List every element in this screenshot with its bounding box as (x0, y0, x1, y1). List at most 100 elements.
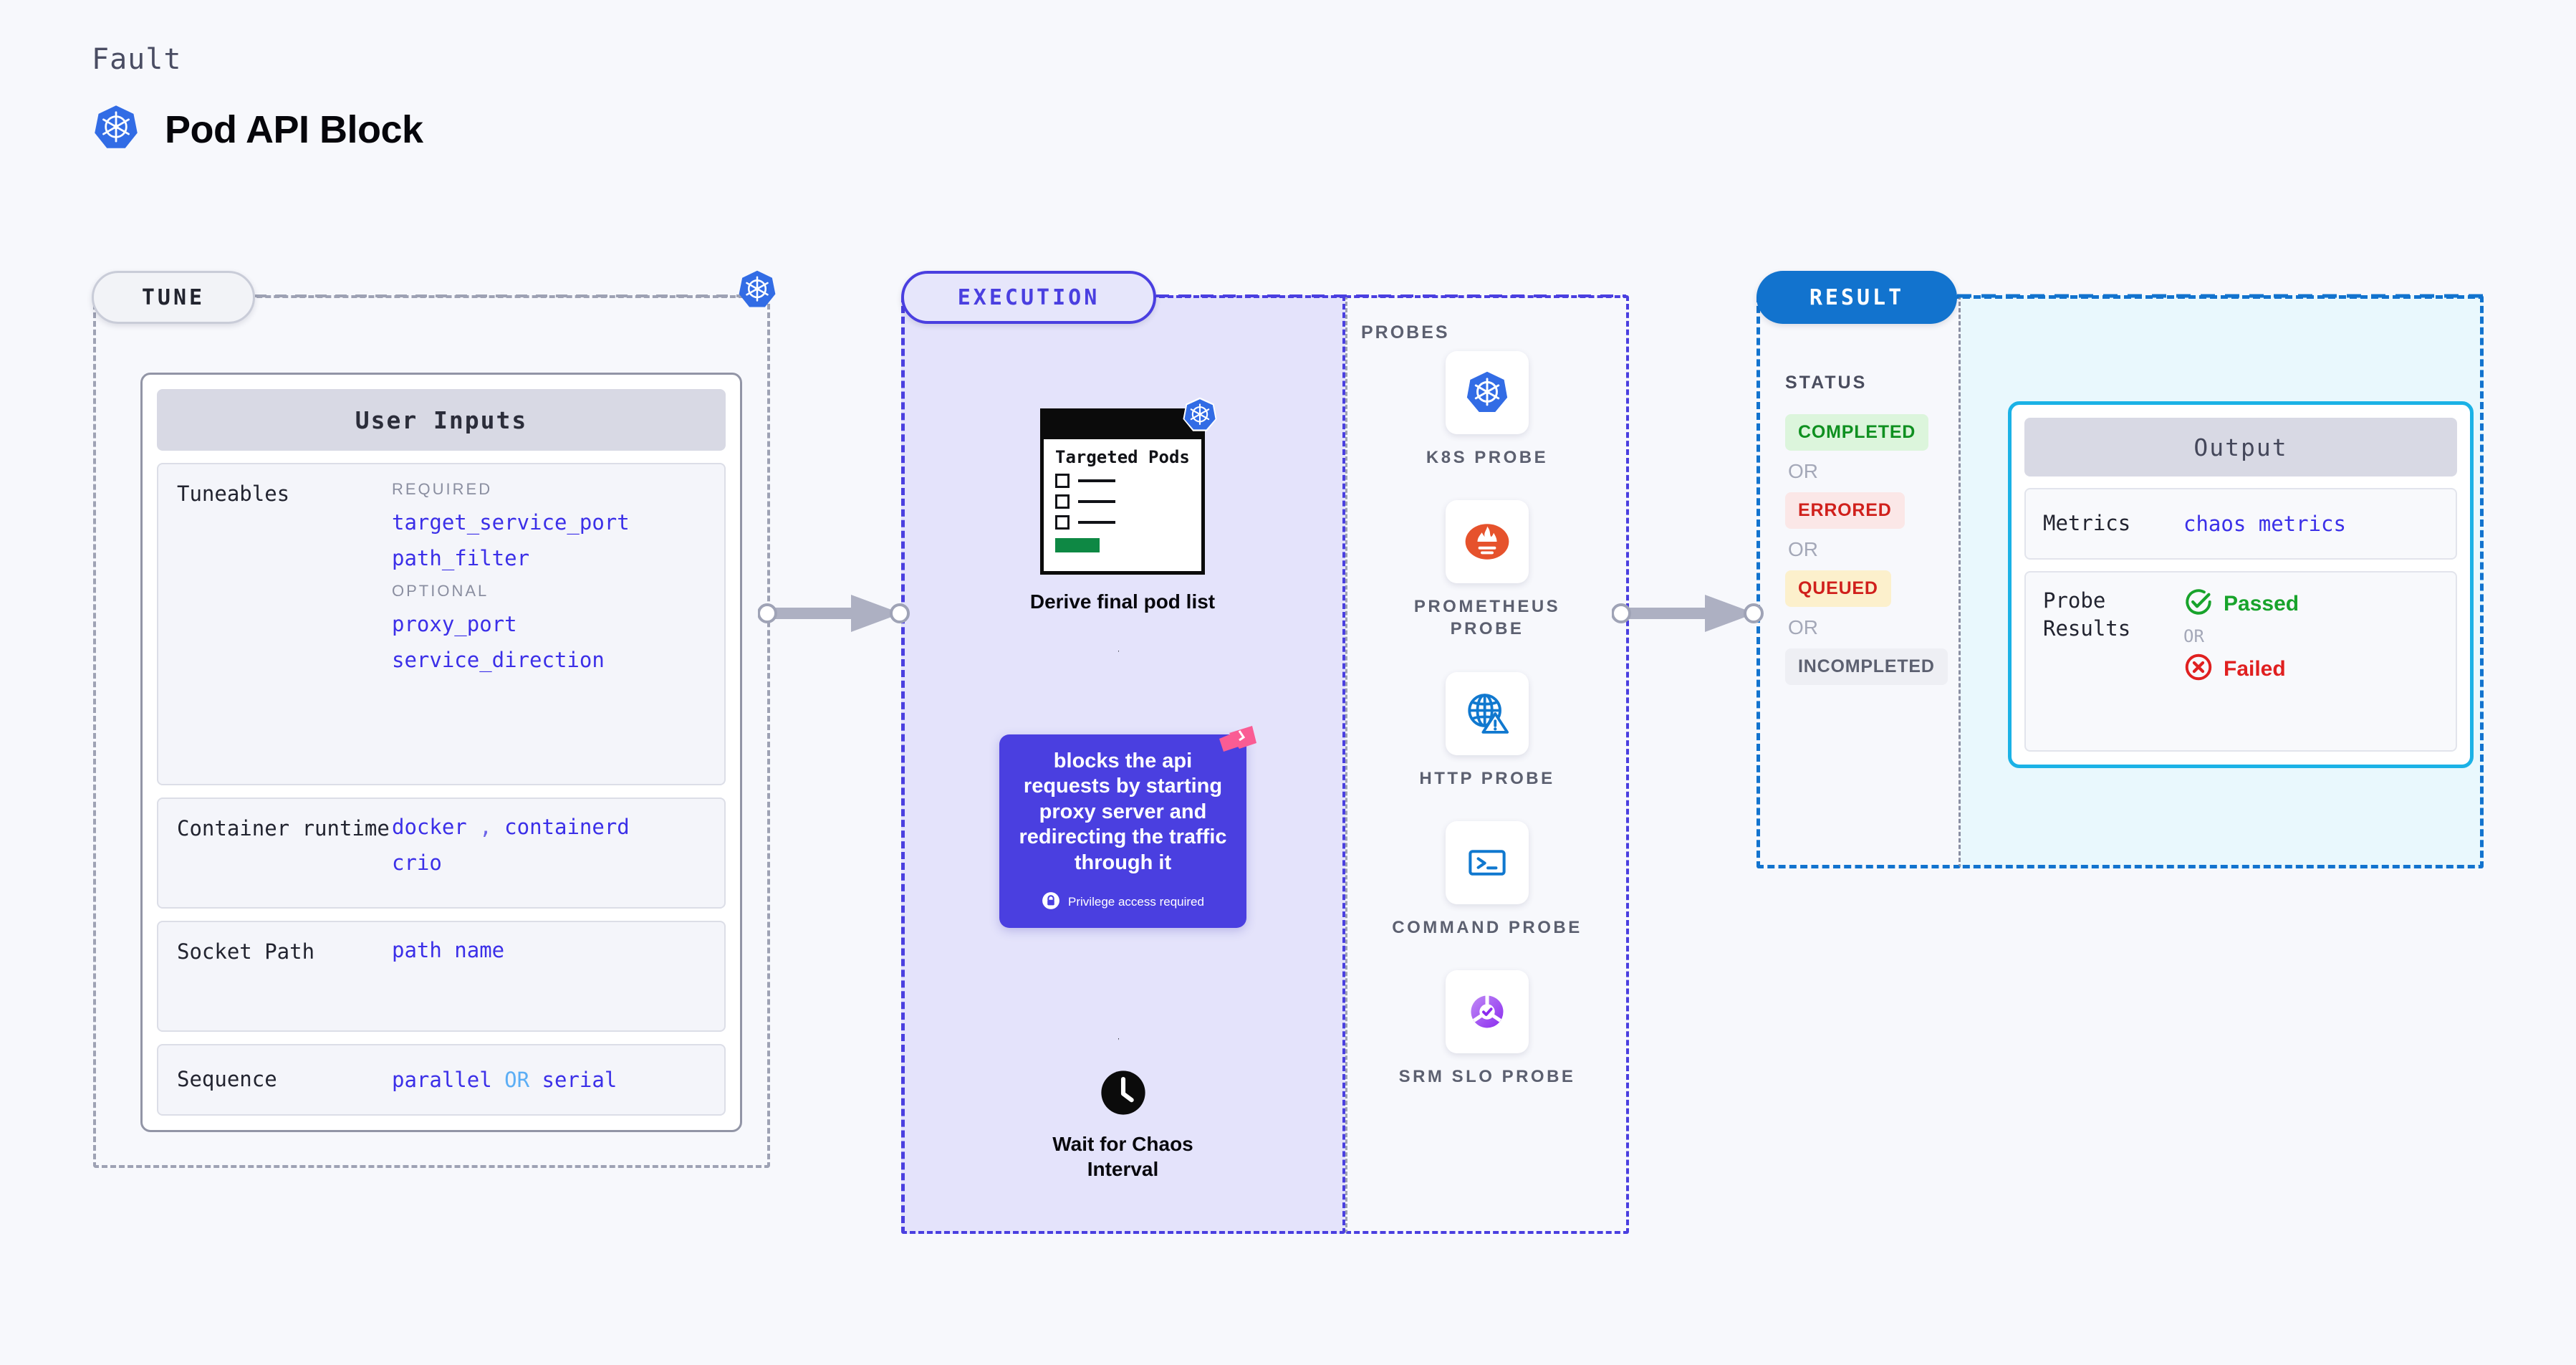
sequence-or-label: OR (504, 1068, 530, 1092)
targeted-pods-card: Targeted Pods (1040, 397, 1217, 575)
line-placeholder (1078, 499, 1115, 503)
runtime-crio[interactable]: crio (392, 851, 442, 875)
runtime-docker[interactable]: docker (392, 815, 467, 839)
probe-label: K8S PROBE (1426, 448, 1549, 467)
pods-node-caption: Derive final pod list (1029, 590, 1216, 613)
kubernetes-icon (1181, 396, 1219, 437)
connector-execution-to-result (1612, 595, 1764, 632)
result-dashed-link (1957, 294, 2484, 298)
output-or-label: OR (2183, 626, 2204, 646)
tuneable-path-filter[interactable]: path_filter (392, 546, 530, 570)
privilege-note: Privilege access required (1042, 891, 1204, 914)
probe-label: SRM SLO PROBE (1398, 1066, 1576, 1086)
status-or-label: OR (1788, 538, 1818, 560)
status-badge-queued: QUEUED (1785, 570, 1891, 607)
probe-result-passed: Passed (2183, 587, 2299, 621)
tune-row-label: Container runtime (177, 816, 390, 840)
probe-label: HTTP PROBE (1419, 768, 1555, 788)
connector-tune-to-execution (758, 595, 910, 632)
privilege-note-text: Privilege access required (1068, 895, 1204, 909)
fault-eyebrow-label: Fault (92, 43, 182, 76)
probe-result-failed: Failed (2183, 652, 2299, 686)
output-row-metrics: Metrics chaos metrics (2024, 488, 2457, 560)
status-list: COMPLETED OR ERRORED OR QUEUED OR INCOMP… (1785, 414, 1948, 685)
action-card-text: blocks the api requests by starting prox… (1019, 749, 1227, 874)
execution-action-card: blocks the api requests by starting prox… (999, 726, 1256, 928)
tune-row-label: Tuneables (177, 482, 290, 506)
tuneable-target-service-port[interactable]: target_service_port (392, 510, 630, 535)
execution-dashed-link (1156, 294, 1626, 297)
probe-item-command[interactable]: COMMAND PROBE (1380, 820, 1595, 939)
terminal-icon (1446, 820, 1529, 904)
probe-item-k8s[interactable]: K8S PROBE (1380, 351, 1595, 469)
tune-row-sequence: Sequence parallel OR serial (157, 1044, 726, 1116)
status-or-label: OR (1788, 616, 1818, 638)
fault-title-row: Pod API Block (92, 103, 423, 155)
x-circle-icon (2183, 652, 2214, 686)
status-or-label: OR (1788, 460, 1818, 482)
wait-node-caption: Wait for Chaos Interval (1052, 1133, 1193, 1180)
page-header: Fault Pod API Block (92, 43, 423, 155)
probe-item-prometheus[interactable]: PROMETHEUS PROBE (1380, 500, 1595, 640)
sequence-parallel[interactable]: parallel (392, 1068, 492, 1092)
tune-row-tuneables: Tuneables REQUIRED target_service_port p… (157, 463, 726, 785)
line-placeholder (1078, 479, 1115, 482)
check-circle-icon (2183, 587, 2214, 621)
runtime-separator: , (479, 815, 492, 839)
tune-row-socket-path: Socket Path path name (157, 921, 726, 1032)
srm-slo-icon (1446, 969, 1529, 1053)
targeted-pods-node: Targeted Pods (1026, 397, 1219, 613)
pod-list-item (1055, 514, 1190, 530)
stage-chip-tune[interactable]: TUNE (92, 271, 255, 324)
probe-item-http[interactable]: HTTP PROBE (1380, 671, 1595, 790)
tuneable-service-direction[interactable]: service_direction (392, 648, 605, 672)
page-title: Pod API Block (165, 107, 423, 151)
checkbox-icon (1055, 514, 1070, 530)
kubernetes-icon (736, 269, 778, 314)
status-badge-errored: ERRORED (1785, 492, 1905, 529)
green-bar-indicator (1055, 537, 1100, 552)
failed-label: Failed (2224, 656, 2286, 681)
user-inputs-card: User Inputs Tuneables REQUIRED target_se… (140, 373, 742, 1132)
targeted-pods-title: Targeted Pods (1055, 447, 1190, 467)
required-heading: REQUIRED (392, 480, 493, 498)
output-row-probe-results: Probe Results Passed OR (2024, 571, 2457, 752)
pod-list-item (1055, 494, 1190, 509)
passed-label: Passed (2224, 591, 2299, 616)
flow-arrow-down (1118, 651, 1119, 653)
probe-label: PROMETHEUS PROBE (1413, 597, 1561, 639)
kubernetes-icon (1446, 351, 1529, 434)
probe-item-srm-slo[interactable]: SRM SLO PROBE (1380, 969, 1595, 1088)
user-inputs-title: User Inputs (157, 389, 726, 451)
output-title: Output (2024, 418, 2457, 476)
runtime-containerd[interactable]: containerd (504, 815, 630, 839)
probe-label: COMMAND PROBE (1392, 917, 1582, 937)
kubernetes-icon (92, 103, 140, 155)
status-title: STATUS (1785, 373, 1868, 393)
tune-row-label: Sequence (177, 1067, 277, 1092)
lock-icon (1042, 891, 1060, 914)
checkbox-icon (1055, 494, 1070, 509)
wait-for-chaos-interval-node: Wait for Chaos Interval (1032, 1068, 1214, 1182)
flow-arrow-down (1118, 1038, 1119, 1040)
status-badge-incompleted: INCOMPLETED (1785, 648, 1948, 685)
output-card: Output Metrics chaos metrics Probe Resul… (2008, 401, 2474, 768)
globe-warning-icon (1446, 671, 1529, 755)
checkbox-icon (1055, 473, 1070, 488)
status-badge-completed: COMPLETED (1785, 414, 1929, 451)
socket-path-value[interactable]: path name (392, 938, 505, 962)
tune-stage-container (93, 295, 770, 1168)
stage-chip-execution[interactable]: EXECUTION (901, 271, 1156, 324)
sequence-serial[interactable]: serial (542, 1068, 617, 1092)
card-title-bar (1044, 412, 1201, 439)
line-placeholder (1078, 520, 1115, 524)
output-row-label: Probe Results (2043, 588, 2131, 641)
clock-icon (1098, 1071, 1148, 1121)
tuneable-proxy-port[interactable]: proxy_port (392, 612, 517, 636)
metrics-value[interactable]: chaos metrics (2183, 512, 2346, 536)
probes-title: PROBES (1361, 322, 1450, 343)
stage-chip-result[interactable]: RESULT (1756, 271, 1957, 324)
prometheus-icon (1446, 500, 1529, 584)
probes-container (1345, 295, 1629, 1234)
output-row-label: Metrics (2043, 511, 2131, 536)
